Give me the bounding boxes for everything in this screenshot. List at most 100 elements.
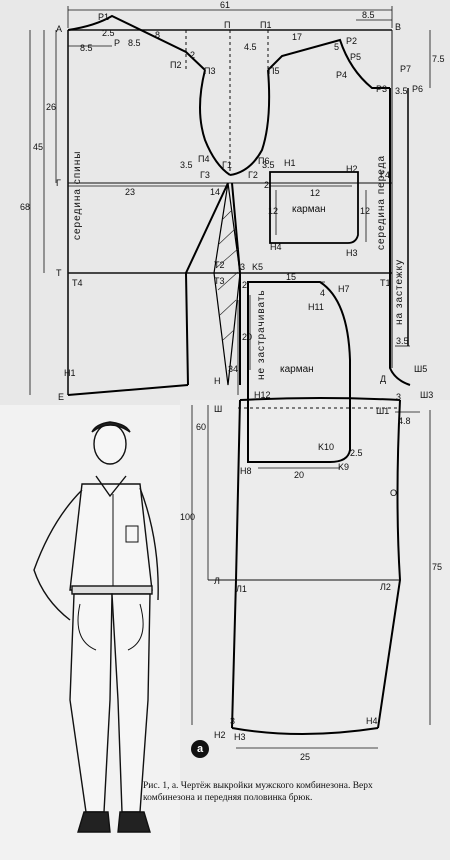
pt-Rf3: P3	[376, 84, 387, 94]
dim-12b: 12	[268, 206, 278, 216]
dim-4.8: 4.8	[398, 416, 411, 426]
dim-3: 3	[240, 262, 245, 272]
construction-grid	[67, 29, 393, 395]
pt-Rf2: P2	[346, 36, 357, 46]
pt-L2: Л2	[380, 582, 391, 592]
pt-P4: П4	[198, 154, 209, 164]
pt-D: Д	[380, 374, 386, 384]
dim-2.5: 2.5	[102, 28, 115, 38]
dim-12c: 12	[360, 206, 370, 216]
dim-7.5: 7.5	[432, 54, 445, 64]
pt-Hb: H	[214, 376, 221, 386]
caption-line-1: Рис. 1, а. Чертёж выкройки мужского комб…	[143, 781, 373, 791]
pt-K8: H8	[240, 466, 252, 476]
pt-Rf5: P5	[350, 52, 361, 62]
pt-A: А	[56, 24, 62, 34]
dim-3.5b: 3.5	[180, 160, 193, 170]
pt-Rf6: P6	[412, 84, 423, 94]
pt-Sh5: Ш5	[414, 364, 427, 374]
pt-G2: Г2	[248, 170, 258, 180]
dim-20h: 20	[294, 470, 304, 480]
chest-pocket	[269, 171, 359, 244]
dim-8.5c: 8.5	[128, 38, 141, 48]
pt-P1: P1	[98, 12, 109, 22]
pt-Sh3: Ш3	[420, 390, 433, 400]
dim-25: 25	[300, 752, 310, 762]
pt-T3: T3	[214, 276, 225, 286]
pt-G3: Г3	[200, 170, 210, 180]
dim-5: 5	[334, 42, 339, 52]
dim-3.5c: 3.5	[262, 160, 275, 170]
dim-60: 60	[196, 422, 206, 432]
pt-Pi6: П6	[258, 156, 269, 166]
pt-G: Г	[56, 178, 61, 188]
pt-Pi5: П5	[268, 66, 279, 76]
pt-N2: H2	[214, 730, 226, 740]
pt-H4t: H4	[270, 242, 282, 252]
dim-75: 75	[432, 562, 442, 572]
pt-K7: H7	[338, 284, 350, 294]
pt-Rf4: P4	[336, 70, 347, 80]
label-no-stitch: не застрачивать	[256, 289, 267, 380]
dim-4: 4	[320, 288, 325, 298]
pt-K5: K5	[252, 262, 263, 272]
dim-2c: 2	[242, 280, 247, 290]
dim-2a: 2	[190, 50, 195, 60]
pt-O: О	[390, 488, 397, 498]
pt-Sh: Ш	[214, 404, 222, 414]
label-chest-pocket: карман	[292, 204, 326, 215]
pt-P3: П3	[204, 66, 215, 76]
pt-T: T	[56, 268, 62, 278]
dim-4.5: 4.5	[244, 42, 257, 52]
dim-68: 68	[20, 202, 30, 212]
dim-8.5b: 8.5	[362, 10, 375, 20]
pt-T2: T2	[214, 260, 225, 270]
pt-K12: H12	[254, 390, 271, 400]
point-labels: А P1 P П2 П3 П4 П П1 П5 П6 В P2 P4 P5 P7…	[56, 12, 433, 742]
caption-line-2: комбинезона и передняя половинка брюк.	[143, 793, 313, 803]
pt-H3t: H3	[346, 248, 358, 258]
dim-2b: 2	[264, 180, 269, 190]
label-mid-front: середина переда	[376, 155, 387, 250]
trouser-guides	[208, 407, 400, 581]
pt-T1: T1	[380, 278, 391, 288]
pt-V: В	[395, 22, 401, 32]
pt-N3: H3	[234, 732, 246, 742]
pt-H1b: H1	[64, 368, 76, 378]
dim-61: 61	[220, 0, 230, 10]
figure-badge: а	[191, 740, 209, 758]
dimension-lines	[29, 6, 431, 749]
pt-H2t: H2	[346, 164, 358, 174]
pt-K10: K10	[318, 442, 334, 452]
trouser-pocket	[247, 281, 351, 463]
dimension-values: 61 8.5 8.5 8.5 2.5 8 2 4.5 17 5 7.5 3.5 …	[20, 0, 445, 762]
figure-caption: Рис. 1, а. Чертёж выкройки мужского комб…	[143, 780, 443, 804]
pt-G4: Г4	[380, 170, 390, 180]
dim-8.5a: 8.5	[80, 43, 93, 53]
dim-20v: 20	[242, 332, 252, 342]
dim-14: 14	[210, 187, 220, 197]
pt-H1t: H1	[284, 158, 296, 168]
pt-Rf7: P7	[400, 64, 411, 74]
dart-hatching	[215, 209, 240, 341]
pt-L: Л	[214, 576, 220, 586]
pt-T4: T4	[72, 278, 83, 288]
dim-3.5d: 3.5	[396, 336, 409, 346]
pt-P: P	[114, 38, 120, 48]
dim-17: 17	[292, 32, 302, 42]
pt-N4: H4	[366, 716, 378, 726]
pt-L1: Л1	[236, 584, 247, 594]
dim-3b: 3	[396, 392, 401, 402]
pt-Sh1: Ш1	[376, 406, 389, 416]
lower-sheet	[180, 400, 450, 780]
pt-Pi1: П1	[260, 20, 271, 30]
dim-100: 100	[180, 512, 195, 522]
pt-E: Е	[58, 392, 64, 402]
pt-K11: H11	[308, 302, 324, 312]
dim-2.5b: 2.5	[350, 448, 363, 458]
pt-G1: Г1	[222, 160, 232, 170]
pt-n3: 3	[230, 716, 235, 726]
pt-K9: K9	[338, 462, 349, 472]
